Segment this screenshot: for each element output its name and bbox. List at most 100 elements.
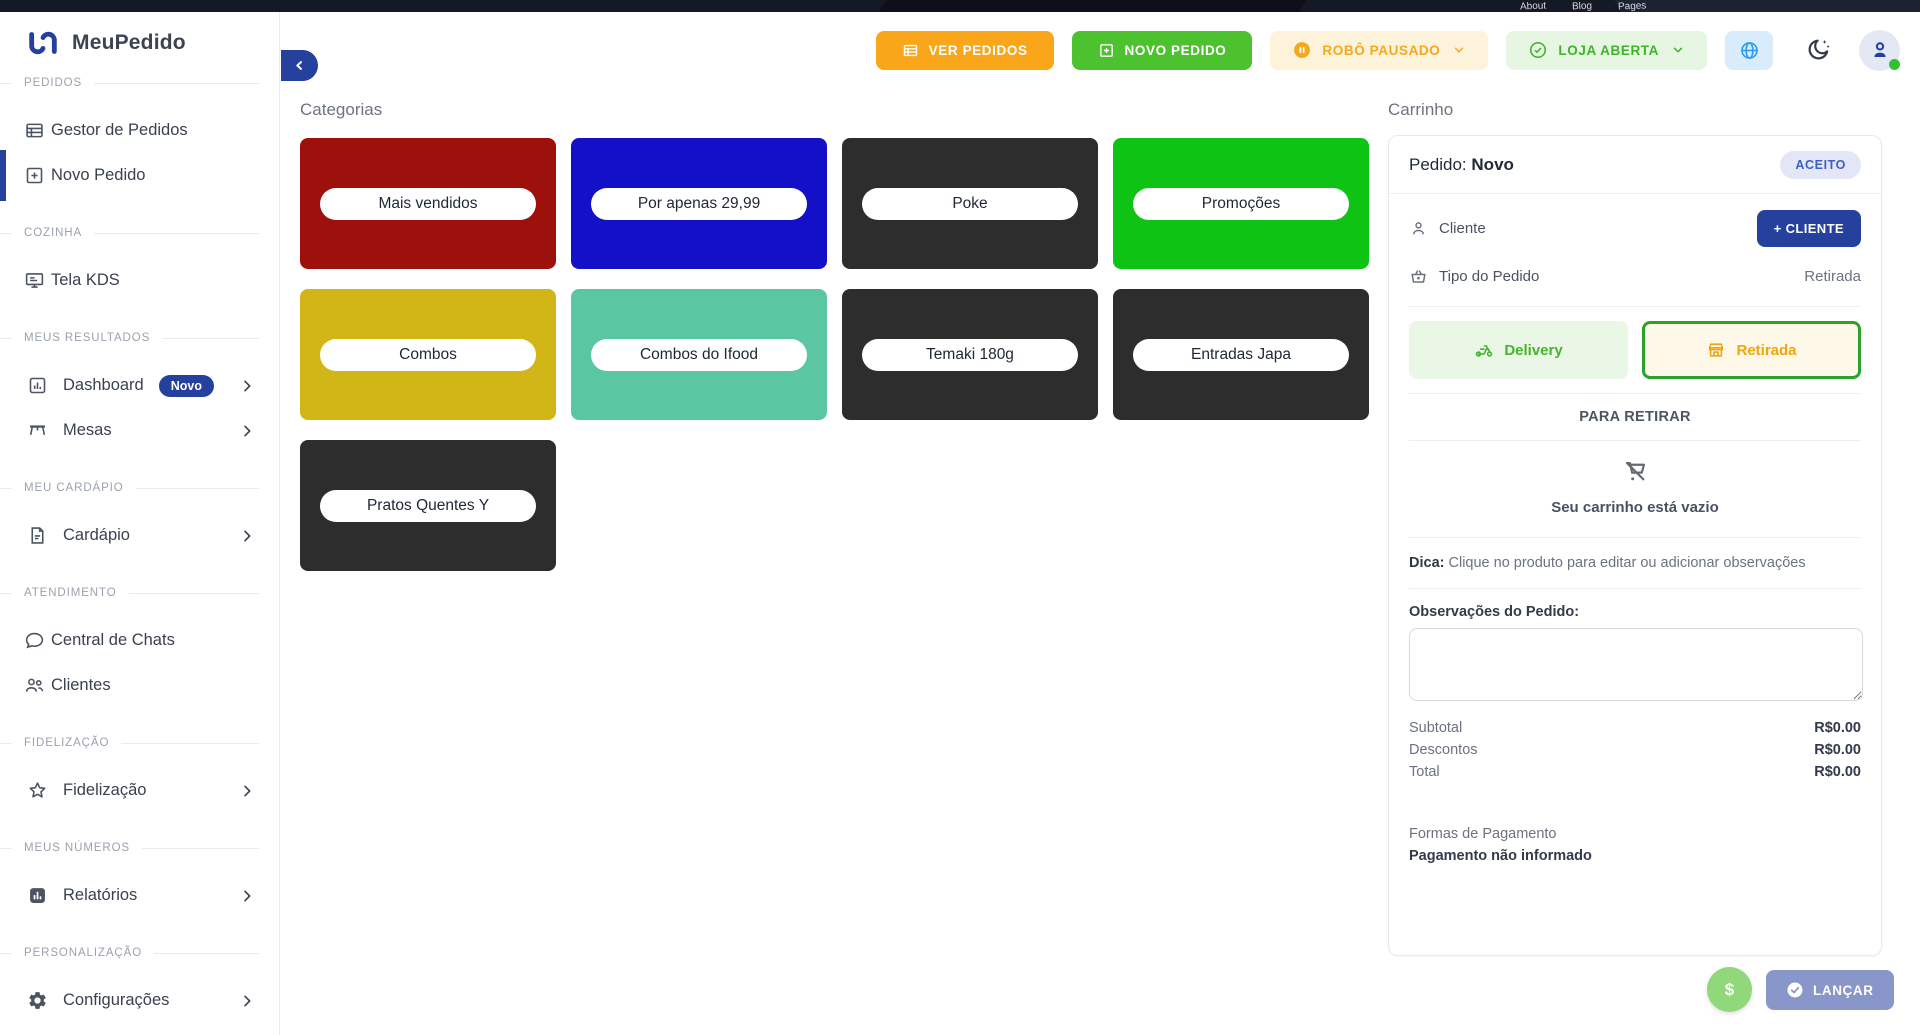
person-icon — [1412, 221, 1425, 234]
loja-aberta-dropdown[interactable]: LOJA ABERTA — [1506, 30, 1707, 70]
ver-pedidos-button[interactable]: VER PEDIDOS — [875, 30, 1054, 70]
category-tile-promocoes[interactable]: Promoções — [1113, 138, 1369, 269]
chat-bubble-icon — [25, 632, 44, 649]
category-tile-mais-vendidos[interactable]: Mais vendidos — [300, 138, 556, 269]
kds-monitor-icon — [25, 273, 44, 288]
order-notes-label: Observações do Pedido: — [1409, 604, 1580, 620]
launch-order-button[interactable]: LANÇAR — [1766, 970, 1894, 1010]
gear-icon — [29, 992, 46, 1009]
dark-mode-toggle[interactable] — [1805, 36, 1833, 64]
pickup-section-title: PARA RETIRAR — [1579, 409, 1691, 425]
plus-square-icon — [1099, 43, 1113, 57]
novo-pedido-label: NOVO PEDIDO — [1124, 42, 1227, 58]
discounts-value: R$0.00 — [1814, 742, 1861, 758]
category-tile-temaki-180g[interactable]: Temaki 180g — [842, 289, 1098, 420]
chevron-right-icon — [244, 425, 251, 436]
pause-circle-icon — [1294, 42, 1311, 58]
sidebar-item-label: Mesas — [63, 421, 112, 439]
browser-top-strip: About Blog Pages — [0, 0, 1920, 12]
order-table-icon — [26, 123, 43, 138]
sidebar-item-configuracoes[interactable]: Configurações — [0, 978, 279, 1023]
bar-chart-icon — [29, 377, 46, 394]
payment-money-button[interactable]: $ — [1707, 967, 1752, 1012]
section-meus-numeros: MEUS NÚMEROS — [0, 838, 279, 858]
order-type-buttons: Delivery Retirada — [1409, 321, 1861, 379]
check-circle-icon — [1787, 982, 1803, 998]
sidebar-item-central-de-chats[interactable]: Central de Chats — [0, 618, 279, 663]
chevron-down-icon — [1455, 47, 1464, 53]
sidebar-item-fidelizacao[interactable]: Fidelização — [0, 768, 279, 813]
divider — [1409, 537, 1861, 538]
subtotal-row: Subtotal R$0.00 — [1409, 717, 1861, 739]
total-label: Total — [1409, 764, 1440, 780]
sidebar-item-tela-kds[interactable]: Tela KDS — [0, 258, 279, 303]
order-status-badge: ACEITO — [1780, 150, 1861, 179]
robo-pausado-dropdown[interactable]: ROBÔ PAUSADO — [1270, 30, 1489, 70]
subtotal-label: Subtotal — [1409, 720, 1463, 736]
collapse-sidebar-button[interactable] — [281, 50, 318, 81]
loja-status-label: LOJA ABERTA — [1558, 42, 1659, 58]
header-toolbar: VER PEDIDOS NOVO PEDIDO ROBÔ PAUSADO LOJ… — [281, 12, 1920, 88]
retirada-label: Retirada — [1736, 341, 1797, 359]
section-fidelizacao: FIDELIZAÇÃO — [0, 733, 279, 753]
retirada-button[interactable]: Retirada — [1642, 321, 1861, 379]
category-tile-combos-do-ifood[interactable]: Combos do Ifood — [571, 289, 827, 420]
sidebar-item-gestor-de-pedidos[interactable]: Gestor de Pedidos — [0, 108, 279, 153]
divider — [1409, 306, 1861, 307]
novo-pedido-button[interactable]: NOVO PEDIDO — [1071, 30, 1253, 70]
tip-body: Clique no produto para editar ou adicion… — [1444, 555, 1806, 571]
table-icon — [29, 425, 46, 436]
sidebar-item-mesas[interactable]: Mesas — [0, 408, 279, 453]
sidebar: MeuPedido PEDIDOS Gestor de Pedidos Novo… — [0, 12, 280, 1035]
section-personalizacao: PERSONALIZAÇÃO — [0, 943, 279, 963]
category-tile-combos[interactable]: Combos — [300, 289, 556, 420]
sidebar-item-novo-pedido[interactable]: Novo Pedido — [0, 150, 279, 201]
launch-label: LANÇAR — [1813, 982, 1874, 998]
payment-block: Formas de Pagamento Pagamento não inform… — [1409, 823, 1861, 867]
total-value: R$0.00 — [1814, 764, 1861, 780]
divider — [1409, 588, 1861, 589]
store-icon — [1709, 343, 1724, 357]
sidebar-item-label: Gestor de Pedidos — [51, 121, 188, 139]
category-tile-por-apenas-2999[interactable]: Por apenas 29,99 — [571, 138, 827, 269]
add-client-button[interactable]: + CLIENTE — [1756, 209, 1861, 247]
category-tile-entradas-japa[interactable]: Entradas Japa — [1113, 289, 1369, 420]
sidebar-item-label: Relatórios — [63, 886, 138, 904]
person-icon — [1873, 42, 1886, 57]
sidebar-item-label: Cardápio — [63, 526, 130, 544]
category-tile-poke[interactable]: Poke — [842, 138, 1098, 269]
strip-decoration — [1602, 0, 1920, 12]
chevron-right-icon — [244, 995, 251, 1006]
section-pedidos: PEDIDOS — [0, 73, 279, 93]
order-table-icon — [903, 44, 917, 56]
star-icon — [29, 782, 46, 798]
section-meu-cardapio: MEU CARDÁPIO — [0, 478, 279, 498]
language-globe-button[interactable] — [1725, 30, 1773, 70]
order-type-row: Tipo do Pedido Retirada — [1389, 254, 1881, 298]
category-label: Entradas Japa — [1133, 338, 1349, 371]
novo-badge: Novo — [158, 374, 214, 397]
app-title: MeuPedido — [72, 31, 186, 54]
sidebar-item-relatorios[interactable]: Relatórios — [0, 873, 279, 918]
payment-label: Formas de Pagamento — [1409, 826, 1557, 842]
chevron-down-icon — [1673, 47, 1683, 53]
tip-label: Dica: — [1409, 555, 1445, 571]
bg-link-pages: Pages — [1617, 0, 1647, 12]
totals-block: Subtotal R$0.00 Descontos R$0.00 Total R… — [1409, 717, 1861, 783]
sidebar-item-cardapio[interactable]: Cardápio — [0, 513, 279, 558]
cart-off-icon — [1625, 461, 1645, 481]
chevron-right-icon — [244, 785, 251, 796]
sidebar-item-clientes[interactable]: Clientes — [0, 663, 279, 708]
sidebar-item-label: Configurações — [63, 991, 170, 1009]
ver-pedidos-label: VER PEDIDOS — [928, 42, 1028, 58]
sidebar-item-dashboard[interactable]: Dashboard Novo — [0, 363, 279, 408]
order-notes-textarea[interactable] — [1409, 628, 1863, 701]
category-tile-pratos-quentes-y[interactable]: Pratos Quentes Y — [300, 440, 556, 571]
order-type-value: Retirada — [1804, 267, 1861, 285]
discounts-row: Descontos R$0.00 — [1409, 739, 1861, 761]
delivery-button[interactable]: Delivery — [1409, 321, 1628, 379]
category-label: Poke — [862, 187, 1078, 220]
subtotal-value: R$0.00 — [1814, 720, 1861, 736]
user-avatar-button[interactable] — [1859, 29, 1900, 71]
empty-cart-text: Seu carrinho está vazio — [1551, 499, 1719, 516]
